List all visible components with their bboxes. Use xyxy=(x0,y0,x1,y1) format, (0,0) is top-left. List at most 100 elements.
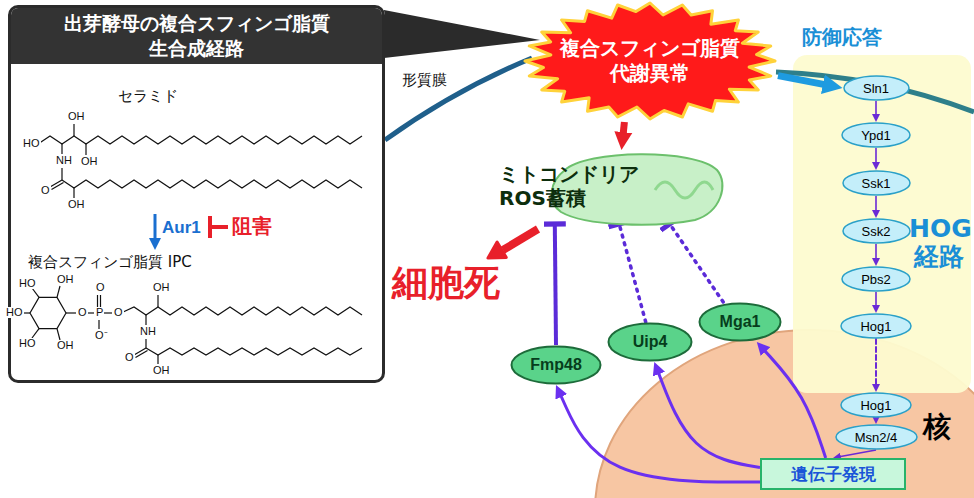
node-label: Ssk2 xyxy=(862,224,891,239)
bond-line xyxy=(50,180,62,187)
death-arrowhead xyxy=(488,242,506,258)
bond-line xyxy=(157,295,158,307)
protein-ellipse-shape xyxy=(836,425,917,449)
inhibition-line xyxy=(210,225,228,229)
atom-label: OH xyxy=(152,365,171,376)
node-label: Ssk1 xyxy=(862,176,891,191)
connector xyxy=(763,349,826,458)
bond-line xyxy=(57,286,60,297)
bond-line xyxy=(100,295,101,307)
protein-ellipse: Hog1 xyxy=(840,392,912,418)
caption-label: セラミド xyxy=(118,88,178,105)
pathway-panel: 出芽酵母の複合スフィンゴ脂質 生合成経路 xyxy=(8,5,385,383)
connector xyxy=(875,418,877,419)
node-label: Uip4 xyxy=(633,333,668,351)
reaction-arrow xyxy=(154,214,157,240)
cristae-line xyxy=(655,182,713,198)
bond-line xyxy=(157,355,158,364)
node-label: ミトコンドリア ROS蓄積 xyxy=(499,162,649,210)
node-label: Pbs2 xyxy=(861,272,891,287)
bond-line xyxy=(136,351,148,358)
protein-ellipse: Sln1 xyxy=(843,75,910,101)
plasma-membrane xyxy=(385,58,532,140)
protein-ellipse-shape xyxy=(841,314,911,338)
protein-oval: Fmp48 xyxy=(510,345,602,385)
atom-label: O xyxy=(95,282,106,293)
bond-line xyxy=(52,183,64,190)
bond-line xyxy=(62,180,362,188)
protein-ellipse: Msn2/4 xyxy=(835,424,918,450)
explosion-burst: 複合スフィンゴ脂質 代謝異常 xyxy=(522,0,778,122)
node-label: HOG 経路 xyxy=(909,215,969,270)
node-label: Fmp48 xyxy=(530,356,582,374)
atom-label: OH xyxy=(56,274,75,285)
bond-line xyxy=(61,144,62,154)
protein-oval-shape xyxy=(609,324,692,361)
panel-ground xyxy=(8,5,385,383)
response-label: 防御応答 xyxy=(802,26,882,49)
atom-label: O xyxy=(113,307,124,318)
bond-line xyxy=(73,124,74,136)
bond-line xyxy=(145,339,146,348)
enzyme-name: Aur1 xyxy=(162,218,201,238)
bond-line xyxy=(73,188,74,198)
reaction-arrowhead xyxy=(149,238,161,250)
atom-label: NH xyxy=(55,155,73,166)
atom-label: O xyxy=(77,307,88,318)
bond-line xyxy=(32,329,39,338)
caption-label: 複合スフィンゴ脂質 IPC xyxy=(28,254,192,271)
ipc-structure xyxy=(22,286,362,364)
bond-line xyxy=(57,329,60,340)
connector xyxy=(875,244,877,261)
hog-band-ground xyxy=(793,55,971,393)
bond-line xyxy=(85,144,86,155)
bond-line xyxy=(66,312,76,313)
atom-label: P xyxy=(95,307,104,318)
bond-line xyxy=(38,136,362,144)
protein-ellipse-shape xyxy=(843,171,910,195)
mitochondrion: ミトコンドリア ROS蓄積 xyxy=(495,150,725,224)
node-label: Msn2/4 xyxy=(855,430,898,445)
bond-line xyxy=(121,307,362,315)
inhibition-label: 阻害 xyxy=(232,215,272,238)
protein-oval-shape xyxy=(700,304,781,341)
connector xyxy=(875,148,877,165)
atom-label: HO xyxy=(22,138,41,149)
protein-oval: Uip4 xyxy=(607,322,693,362)
atom-label: HO xyxy=(18,278,37,289)
protein-ellipse: Ssk1 xyxy=(842,170,911,196)
node-label: 核 xyxy=(923,408,951,446)
connector xyxy=(619,224,646,322)
protein-ellipse: Ssk2 xyxy=(842,218,911,244)
inhibition-bar xyxy=(208,216,212,238)
connector xyxy=(875,101,877,117)
connector xyxy=(670,224,723,302)
protein-ellipse: Pbs2 xyxy=(841,266,911,292)
caption-label: 形質膜 xyxy=(402,72,447,89)
atom-label: HO xyxy=(5,307,24,318)
atom-label: OH xyxy=(80,156,99,167)
protein-ellipse-shape xyxy=(841,393,911,417)
atom-label: OH xyxy=(67,111,86,122)
protein-ellipse: Hog1 xyxy=(840,313,912,339)
gene-box: 遺伝子発現 xyxy=(760,458,906,490)
protein-ellipse-shape xyxy=(842,123,910,147)
atom-label: O xyxy=(124,352,135,363)
atom-label: NH xyxy=(139,326,157,337)
connector xyxy=(623,122,625,138)
bond-line xyxy=(97,295,98,307)
protein-ellipse-shape xyxy=(844,76,909,100)
connector xyxy=(555,224,556,345)
atom-label: O⁻ xyxy=(94,330,109,341)
atom-label: OH xyxy=(56,340,75,351)
ceramide-structure xyxy=(38,124,362,198)
burst-shape xyxy=(525,3,775,119)
bond-line xyxy=(61,168,62,180)
node-label: Mga1 xyxy=(720,313,761,331)
pathway-band: HOG 経路 Sln1Ypd1Ssk1Ssk2Pbs2Hog1 xyxy=(793,55,971,393)
node-label: Ypd1 xyxy=(861,128,890,143)
